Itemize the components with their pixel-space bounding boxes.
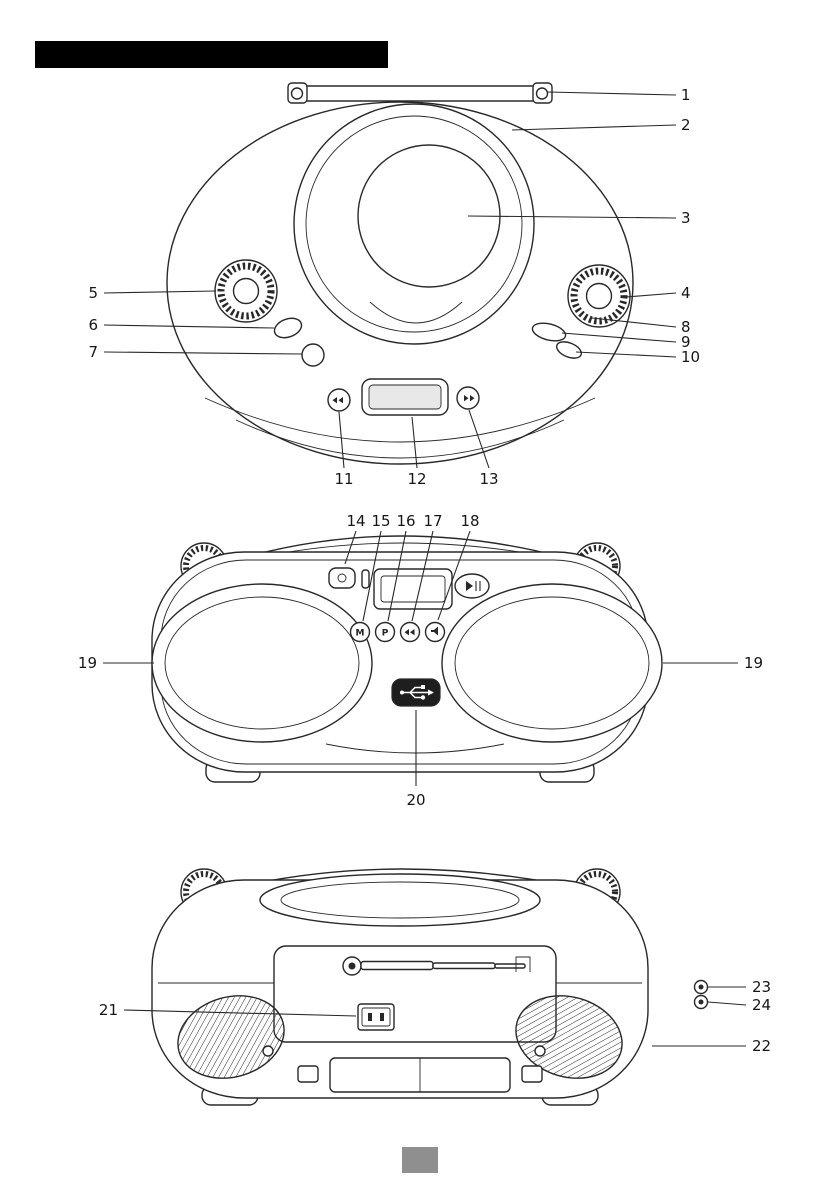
top-body-seam (204, 397, 596, 443)
rewind-icon (338, 397, 343, 404)
speaker-icon (431, 626, 438, 636)
callout-1: 1 (681, 86, 691, 104)
top-button-right-lower (555, 341, 583, 359)
front-display-screen (380, 575, 446, 603)
cd-lid (293, 103, 535, 345)
memory-button (349, 621, 371, 643)
front-round-buttons: M P (349, 621, 446, 643)
left-knob (214, 259, 278, 323)
top-button-6 (273, 317, 303, 339)
forward-icon (464, 395, 469, 402)
right-knob (567, 264, 631, 328)
callout-10: 10 (681, 348, 700, 366)
callout-7: 7 (88, 343, 98, 361)
ac-power-socket (357, 1003, 395, 1031)
rear-lid-bump (259, 873, 541, 927)
battery-door (297, 1057, 543, 1093)
top-body-base-seam (235, 419, 565, 459)
rear-grille-right (515, 995, 623, 1079)
speaker-left (151, 583, 373, 743)
callout-3: 3 (681, 209, 691, 227)
callout-15: 15 (371, 512, 390, 530)
callout-6: 6 (88, 316, 98, 334)
top-view-leader-lines (103, 91, 677, 469)
usb-icon (400, 685, 434, 700)
callout-11: 11 (334, 470, 353, 488)
callout-22: 22 (752, 1037, 771, 1055)
top-button-7 (301, 343, 325, 367)
callout-14: 14 (346, 512, 365, 530)
disc-icon (337, 573, 347, 583)
callout-19-left: 19 (78, 654, 97, 672)
front-handle-inner (265, 542, 545, 557)
callout-2: 2 (681, 116, 691, 134)
callout-19-right: 19 (744, 654, 763, 672)
rear-handle (251, 868, 559, 885)
front-display-frame (373, 568, 453, 610)
front-view-leader-lines (103, 530, 738, 786)
callout-16: 16 (396, 512, 415, 530)
page-number-box (402, 1147, 438, 1173)
antenna (342, 956, 531, 976)
skip-back-icon (404, 629, 409, 636)
callout-4: 4 (681, 284, 691, 302)
callout-20: 20 (406, 791, 425, 809)
rear-view-drawing: 21 22 23 24 (99, 868, 771, 1106)
play-icon (466, 581, 473, 591)
front-button-14 (328, 567, 356, 589)
top-display-cluster (327, 378, 480, 416)
forward-icon (470, 395, 475, 402)
callout-12: 12 (407, 470, 426, 488)
rear-lid-bump-inner (280, 881, 520, 919)
headphone-jack (693, 979, 709, 995)
skip-back-button (399, 621, 421, 643)
callout-5: 5 (88, 284, 98, 302)
front-small-control (361, 569, 370, 589)
front-bottom-seam (325, 743, 505, 754)
section-header-bar (35, 41, 388, 68)
callout-8: 8 (681, 318, 691, 336)
top-view-drawing: 1 2 3 4 8 9 10 5 6 7 11 12 13 (88, 82, 700, 488)
callout-24: 24 (752, 996, 771, 1014)
callout-13: 13 (479, 470, 498, 488)
rear-view-leader-lines (123, 986, 747, 1047)
rear-panel (273, 945, 557, 1043)
memory-glyph: M (356, 629, 365, 639)
aux-jack (693, 994, 709, 1010)
callout-18: 18 (460, 512, 479, 530)
screw (534, 1045, 546, 1057)
antenna-clip (515, 956, 531, 972)
skip-back-icon (410, 629, 415, 636)
front-handle (249, 535, 559, 557)
rear-grille-left (177, 995, 285, 1079)
screw (262, 1045, 274, 1057)
program-button (374, 621, 396, 643)
speaker-right (441, 583, 663, 743)
program-glyph: P (382, 629, 389, 639)
carrying-handle (287, 82, 553, 104)
play-pause-button (454, 573, 490, 599)
callout-23: 23 (752, 978, 771, 996)
rewind-icon (332, 397, 337, 404)
usb-port (391, 678, 441, 707)
lcd-screen (368, 384, 442, 410)
callout-17: 17 (423, 512, 442, 530)
front-view-drawing: M P (78, 512, 763, 809)
top-button-right-upper (531, 322, 567, 342)
callout-21: 21 (99, 1001, 118, 1019)
callout-9: 9 (681, 333, 691, 351)
